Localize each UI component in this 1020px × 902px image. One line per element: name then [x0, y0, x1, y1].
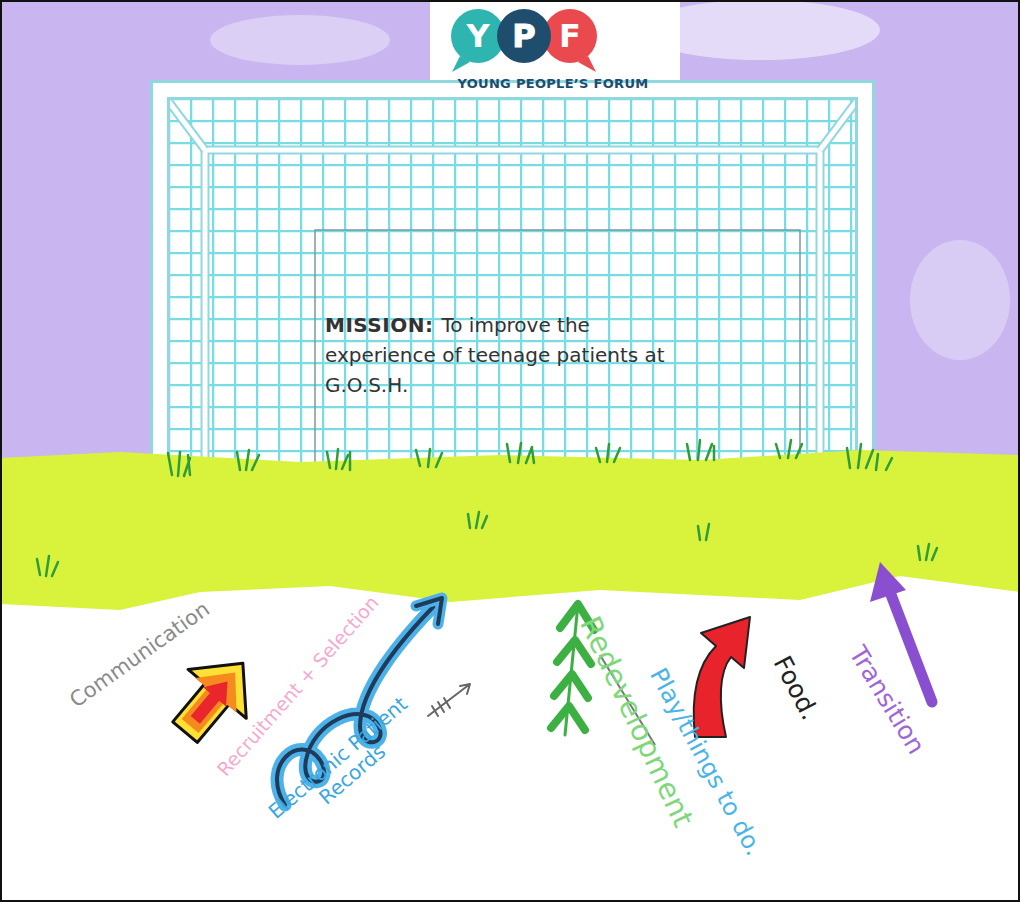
- grass-tuft: [507, 443, 534, 463]
- mission-heading: MISSION:: [325, 313, 433, 337]
- logo-bubble: P: [497, 9, 551, 63]
- food-arrow: [694, 617, 750, 737]
- transition-arrow: [890, 592, 932, 702]
- goal-back-frame: [205, 150, 820, 470]
- small-arrow-line: [428, 684, 470, 716]
- logo-letter: P: [512, 17, 535, 55]
- small-arrow-feather: [432, 698, 450, 716]
- goal-back-line: [315, 230, 800, 475]
- mission-text-box: MISSION:To improve the experience of tee…: [325, 310, 695, 400]
- grass-tuft: [37, 556, 58, 576]
- bubble-circle: [543, 9, 597, 63]
- bubble-circle: [497, 9, 551, 63]
- grass-tuft: [327, 449, 350, 470]
- small-arrow: [428, 684, 470, 716]
- bubble-letter-box: P: [497, 9, 551, 63]
- goal-back-frame: [205, 150, 820, 470]
- goal-net: [166, 96, 859, 496]
- grass-tuft: [416, 449, 442, 467]
- grass-tufts: [37, 440, 937, 576]
- arrow-middle: [169, 655, 255, 743]
- curly-arrow-head: [416, 598, 442, 624]
- logo-panel: [430, 0, 676, 102]
- logo-bubble: Y: [451, 9, 505, 63]
- goal-inside: [160, 90, 865, 500]
- grass-tuft: [596, 444, 620, 462]
- sky-patch: [910, 240, 1010, 360]
- goal-front-frame: [160, 90, 865, 505]
- bubble-circle: [451, 9, 505, 63]
- goal-front-frame: [160, 90, 865, 505]
- transition-arrow-head: [870, 562, 906, 602]
- logo-bubble: F: [543, 9, 597, 63]
- grass-tuft: [918, 544, 937, 560]
- bubble-letter-box: Y: [451, 9, 505, 63]
- chevron: [551, 706, 585, 730]
- logo-letter: Y: [466, 17, 489, 55]
- grass: [0, 450, 1020, 610]
- sky-patch: [210, 15, 390, 65]
- logo-title: YOUNG PEOPLE’S FORUM: [430, 76, 676, 91]
- grass-tuft: [237, 450, 259, 470]
- chevron: [554, 674, 588, 698]
- bubble-letter-box: F: [543, 9, 597, 63]
- goal-mission: MISSION:To improve the experience of tee…: [150, 78, 880, 508]
- grass-tuft: [776, 440, 802, 458]
- grass-tuft: [698, 524, 709, 540]
- grass-tuft: [168, 452, 190, 476]
- grass-tuft: [687, 440, 714, 460]
- arrow-inner: [184, 672, 239, 730]
- grass-tuft: [847, 444, 892, 470]
- grass-tuft: [468, 512, 487, 528]
- curly-arrow-head-outline: [416, 598, 442, 624]
- logo-letter: F: [559, 17, 581, 55]
